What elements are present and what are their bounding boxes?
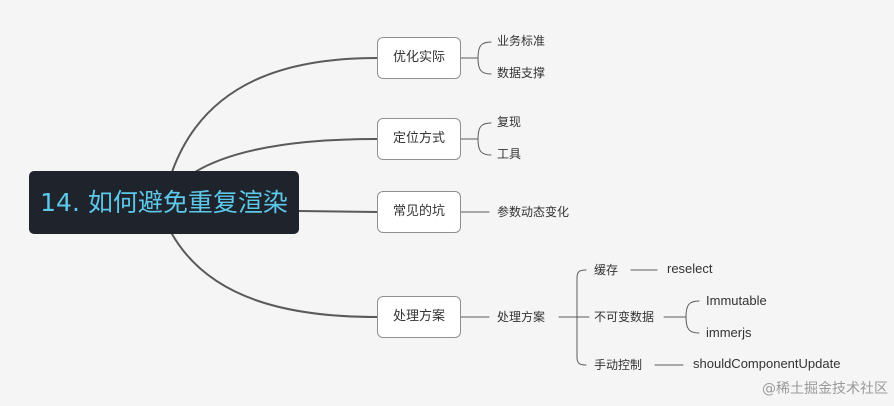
connector-immutable-tool-2: [685, 316, 700, 334]
leaf-tools[interactable]: 工具: [497, 147, 522, 161]
connector-b2-leaf-2: [477, 138, 492, 156]
connector-b2-leaf-1: [477, 122, 492, 140]
leaf-data-support[interactable]: 数据支撑: [497, 66, 546, 80]
leaf-manual-control[interactable]: 手动控制: [594, 358, 643, 372]
leaf-immutable-lib[interactable]: Immutable: [706, 293, 767, 308]
connector-root-branch-1: [171, 57, 378, 173]
branch-solutions[interactable]: 处理方案: [377, 296, 461, 338]
connector-plan-manual: [576, 316, 587, 366]
connector-b1-leaf-2: [477, 57, 492, 75]
leaf-reselect[interactable]: reselect: [667, 261, 713, 276]
branch-optimize[interactable]: 优化实际: [377, 37, 461, 79]
leaf-cache[interactable]: 缓存: [594, 263, 619, 277]
connector-b1-leaf-1: [477, 41, 492, 59]
connector-immutable-tool-1: [685, 300, 700, 318]
branch-locate[interactable]: 定位方式: [377, 118, 461, 160]
watermark: @稀土掘金技术社区: [762, 381, 888, 397]
leaf-dynamic-params[interactable]: 参数动态变化: [497, 205, 570, 219]
leaf-should-component-update[interactable]: shouldComponentUpdate: [693, 356, 841, 371]
branch-pitfalls[interactable]: 常见的坑: [377, 191, 461, 233]
leaf-immerjs[interactable]: immerjs: [706, 325, 752, 340]
leaf-solution-plan[interactable]: 处理方案: [497, 310, 546, 324]
leaf-immutable-data[interactable]: 不可变数据: [594, 310, 655, 324]
root-topic[interactable]: 14. 如何避免重复渲染: [29, 171, 299, 234]
connector-root-branch-3: [298, 210, 378, 213]
leaf-reproduce[interactable]: 复现: [497, 115, 522, 129]
connector-root-branch-4: [171, 233, 378, 318]
connector-root-branch-2: [194, 138, 378, 173]
leaf-business-standard[interactable]: 业务标准: [497, 34, 546, 48]
connector-plan-cache: [576, 269, 587, 318]
